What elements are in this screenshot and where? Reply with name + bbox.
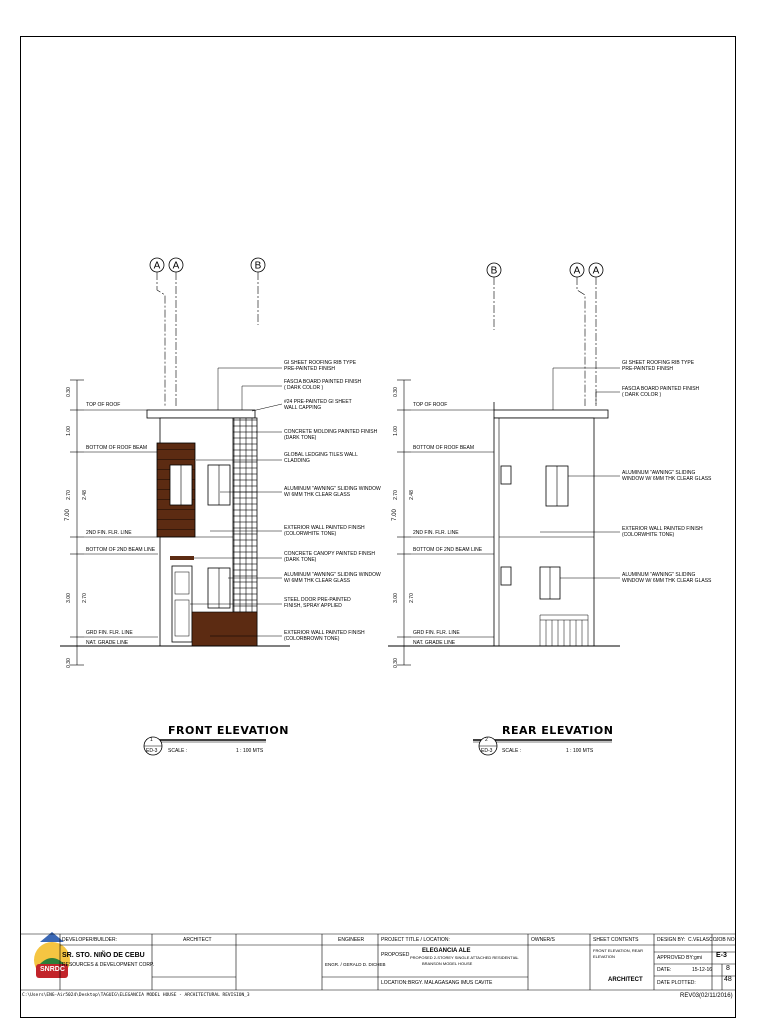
front-grid-bubbles: A A B [149,257,266,406]
engineer-label: ENGINEER [338,937,365,943]
front-dim-total: 7.00 [64,509,71,521]
front-note: GI SHEET ROOFING RIB TYPE PRE-PAINTED FI… [284,360,357,372]
front-level-2nd-beam: BOTTOM OF 2ND BEAM LINE [86,547,156,553]
location-label: LOCATION: [381,980,408,986]
rear-dim-parapet: 1.00 [392,426,399,436]
front-dim-lower-sub: 2.70 [81,593,88,603]
rear-dim-top: 0.30 [392,387,399,397]
front-view-scale-label: SCALE : [168,748,188,754]
rear-level-roof-beam: BOTTOM OF ROOF BEAM [413,445,475,451]
title-block-grid [20,933,736,991]
front-note: EXTERIOR WALL PAINTED FINISH (COLORWHITE… [284,525,365,537]
owner-label: OWNER/S [531,937,555,943]
approved-value: gmi [694,955,703,961]
rear-note: ALUMINUM "AWNING" SLIDING WINDOW W/ 6MM … [622,572,712,584]
front-level-nat-grade: NAT. GRADE LINE [86,640,129,646]
design-value: C.VELASCO [688,937,717,943]
project-title-2: PROPOSED 2-STOREY SINGLE ATTACHED RESIDE… [410,955,519,960]
rear-view-number: 2 [485,737,488,743]
sheet-total: 48 [724,976,732,983]
front-dim-bottom: 0.30 [65,658,72,668]
developer-label: DEVELOPER/BUILDER: [62,937,118,943]
front-elevation: A A B [60,257,290,666]
architect-label: ARCHITECT [183,937,212,943]
rear-grid-label-b: B [491,266,498,277]
file-path: C:\Users\ENG-Air5024\Desktop\TAGUIG\ELEG… [22,993,250,998]
front-note: CONCRETE MOLDING PAINTED FINISH (DARK TO… [284,429,378,441]
front-view-title: FRONT ELEVATION [168,724,289,737]
rear-dim-lower: 3.00 [392,593,399,603]
sheet-contents-big: ARCHITECT [608,977,643,983]
rear-level-nat-grade: NAT. GRADE LINE [413,640,456,646]
rear-elevation: B A A [388,262,620,666]
front-dim-upper-sub: 2.48 [81,490,88,500]
front-note: STEEL DOOR PRE-PAINTED FINISH, SPRAY APP… [284,597,351,609]
front-grid-label-a1: A [154,261,161,272]
rear-dim-upper-sub: 2.48 [408,490,415,500]
rear-level-2nd-floor: 2ND FIN. FLR. LINE [413,530,459,536]
front-note: ALUMINUM "AWNING" SLIDING WINDOW W/ 6MM … [284,572,381,584]
project-label: PROJECT TITLE / LOCATION: [381,937,450,943]
sheet-contents: FRONT ELEVATION, REAR ELEVATION [593,948,644,959]
rear-view-title: REAR ELEVATION [502,724,614,737]
front-level-gnd-floor: GRD FIN. FLR. LINE [86,630,133,636]
rear-note: ALUMINUM "AWNING" SLIDING WINDOW W/ 6MM … [622,470,712,482]
front-note: #24 PRE-PAINTED GI SHEET WALL CAPPING [284,399,352,411]
front-grid-label-a2: A [173,261,180,272]
job-label: JOB NO. [716,937,737,943]
plotted-label: DATE PLOTTED: [657,980,696,986]
sheet-contents-label: SHEET CONTENTS [593,937,639,943]
front-grid-label-b: B [255,261,262,272]
front-note: CONCRETE CANOPY PAINTED FINISH (DARK TON… [284,551,375,563]
front-dim-upper: 2.70 [65,490,72,500]
proposed-label: PROPOSED [381,952,410,958]
rear-view-scale-label: SCALE : [502,748,522,754]
location-value: BRGY. MALAGASANG IMUS CAVITE [408,980,493,986]
sheet-number: 8 [726,965,730,972]
developer-sub: RESOURCES & DEVELOPMENT CORP. [62,962,155,968]
rear-grid-label-a1: A [574,266,581,277]
approved-label: APPROVED BY: [657,955,694,961]
rear-level-top-roof: TOP OF ROOF [413,402,448,408]
front-note: FASCIA BOARD PAINTED FINISH ( DARK COLOR… [284,379,362,391]
rear-dim-upper: 2.70 [392,490,399,500]
revision-note: REV03(02/11/2016) [680,993,733,999]
rear-view-sheet: ED-3 [481,748,493,754]
rear-view-scale: 1 : 100 MTS [566,748,594,754]
front-view-number: 1 [150,737,153,743]
rear-dim-bottom: 0.30 [392,658,399,668]
rear-note: GI SHEET ROOFING RIB TYPE PRE-PAINTED FI… [622,360,695,372]
front-view-sheet: ED-3 [146,748,158,754]
rear-level-gnd-floor: GRD FIN. FLR. LINE [413,630,460,636]
design-label: DESIGN BY: [657,937,686,943]
rear-grid-label-a2: A [593,266,600,277]
date-value: 15-12-16 [692,967,713,973]
front-level-roof-beam: BOTTOM OF ROOF BEAM [86,445,148,451]
logo-text: SNRDC [40,966,65,973]
front-note: EXTERIOR WALL PAINTED FINISH (COLORBROWN… [284,630,365,642]
engineer-name: ENGR. / GERALD D. DICHEB [325,962,386,967]
rear-note: FASCIA BOARD PAINTED FINISH ( DARK COLOR… [622,386,700,398]
front-dim-parapet: 1.00 [65,426,72,436]
front-level-2nd-floor: 2ND FIN. FLR. LINE [86,530,132,536]
drawing-sheet-border [20,36,736,1018]
front-note: ALUMINUM "AWNING" SLIDING WINDOW W/ 6MM … [284,486,381,498]
rear-note: EXTERIOR WALL PAINTED FINISH (COLORWHITE… [622,526,703,538]
rear-dim-total: 7.00 [391,509,398,521]
front-dim-top: 0.30 [65,387,72,397]
rear-level-2nd-beam: BOTTOM OF 2ND BEAM LINE [413,547,483,553]
project-title-3: BRANSON MODEL HOUSE [422,961,473,966]
project-title: ELEGANCIA ALE [422,948,471,954]
rear-dim-lower-sub: 2.70 [408,593,415,603]
job-value: E-3 [716,952,727,959]
front-level-top-roof: TOP OF ROOF [86,402,121,408]
front-note: GLOBAL LEDGING TILES WALL CLADDING [284,452,358,464]
front-dim-lower: 3.00 [65,593,72,603]
front-view-scale: 1 : 100 MTS [236,748,264,754]
date-label: DATE: [657,967,672,973]
developer-name: SR. STO. NIÑO DE CEBU [62,952,145,959]
